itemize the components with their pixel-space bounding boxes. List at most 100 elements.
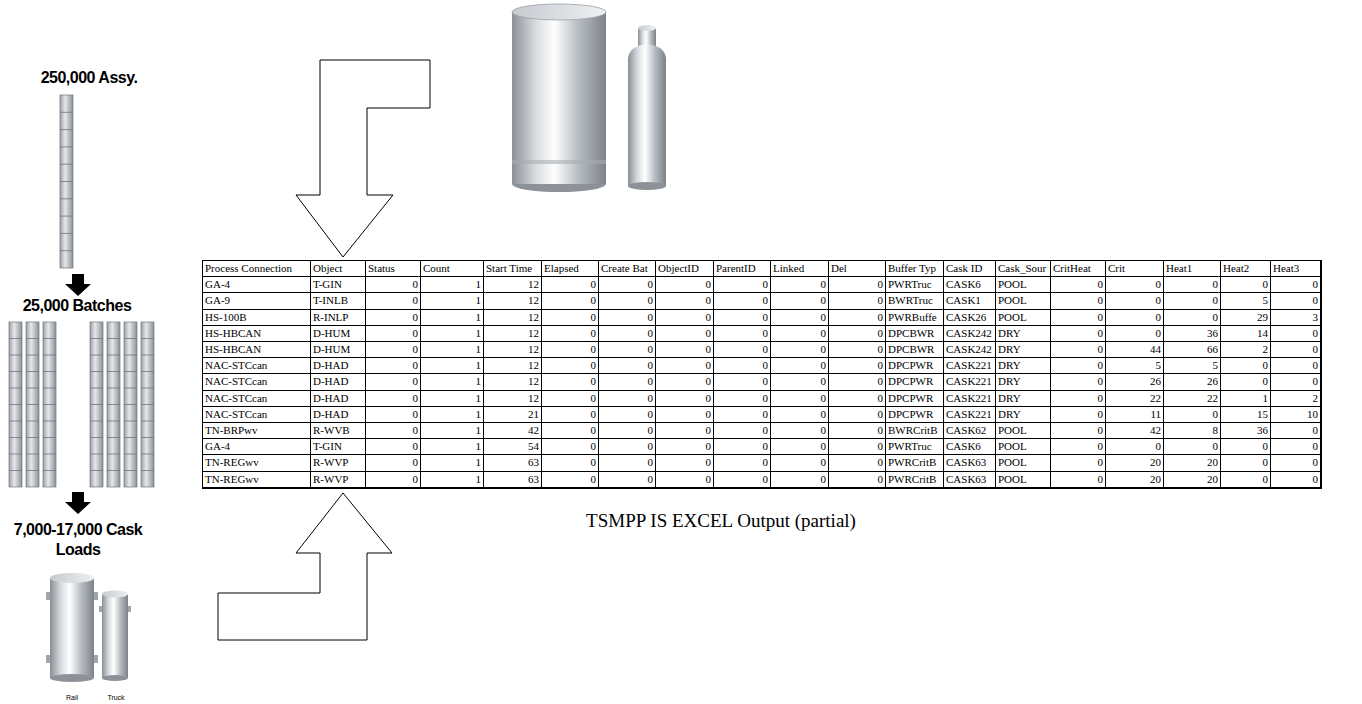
table-cell: 0 (1051, 326, 1106, 342)
table-cell: 1 (1221, 391, 1271, 407)
table-cell: 0 (771, 374, 829, 390)
spacer-grid (26, 355, 39, 356)
table-cell: 0 (599, 358, 656, 374)
spacer-grid (9, 437, 22, 438)
fuel-assembly (26, 322, 39, 487)
table-cell: 0 (366, 439, 421, 455)
table-cell: T-GIN (311, 439, 366, 455)
table-cell: CASK62 (944, 423, 996, 439)
table-cell: POOL (996, 455, 1051, 471)
table-cell: 0 (366, 374, 421, 390)
table-cell: TN-REGwv (203, 455, 311, 471)
table-header: Heat1 (1164, 261, 1221, 277)
table-header: Create Bat (599, 261, 656, 277)
table-cell: 0 (771, 310, 829, 326)
table-header: Cask_Sour (996, 261, 1051, 277)
cask-label: Truck (101, 692, 131, 703)
table-cell: 0 (1051, 374, 1106, 390)
table-header: Crit (1106, 261, 1164, 277)
table-cell: CASK242 (944, 326, 996, 342)
table-cell: 0 (599, 374, 656, 390)
spacer-grid (141, 371, 154, 372)
table-cell: 0 (829, 277, 886, 293)
table-cell: 0 (771, 342, 829, 358)
fuel-assembly (60, 95, 73, 268)
table-cell: D-HAD (311, 374, 366, 390)
table-cell: 0 (656, 293, 714, 309)
table-cell: 20 (1106, 472, 1164, 488)
spacer-grid (26, 388, 39, 389)
table-cell: 29 (1221, 310, 1271, 326)
table-cell: 0 (771, 358, 829, 374)
table-cell: 0 (771, 293, 829, 309)
down-arrow (65, 492, 91, 514)
table-cell: 0 (366, 310, 421, 326)
table-cell: 12 (484, 293, 542, 309)
rail-cask-icon (512, 4, 606, 192)
flow-arrow (218, 493, 392, 640)
table-cell: PWRTruc (886, 439, 944, 455)
table-cell: 12 (484, 326, 542, 342)
table-header: Buffer Typ (886, 261, 944, 277)
spacer-grid (43, 454, 56, 455)
table-cell: 0 (1106, 310, 1164, 326)
table-cell: T-INLB (311, 293, 366, 309)
table-header: Start Time (484, 261, 542, 277)
spacer-grid (43, 437, 56, 438)
fuel-assembly (124, 322, 137, 487)
table-cell: 0 (1221, 358, 1271, 374)
spacer-grid (141, 355, 154, 356)
table-cell: 0 (1106, 293, 1164, 309)
table-cell: PWRCritB (886, 472, 944, 488)
spacer-grid (90, 404, 103, 405)
table-cell: 0 (714, 277, 771, 293)
table-cell: 22 (1164, 391, 1221, 407)
spacer-grid (107, 404, 120, 405)
table-header: Count (421, 261, 484, 277)
table-cell: 0 (829, 342, 886, 358)
table-header: Status (366, 261, 421, 277)
table-cell: BWRCritB (886, 423, 944, 439)
table-cell: CASK221 (944, 391, 996, 407)
spacer-grid (90, 371, 103, 372)
table-cell: HS-HBCAN (203, 326, 311, 342)
table-cell: 0 (714, 326, 771, 342)
table-header: ParentID (714, 261, 771, 277)
table-cell: 12 (484, 342, 542, 358)
table-cell: 0 (366, 358, 421, 374)
table-cell: 1 (421, 342, 484, 358)
table-cell: 0 (1221, 374, 1271, 390)
stage-label: 250,000 Assy. (4, 68, 174, 88)
table-cell: DPCPWR (886, 407, 944, 423)
table-cell: DRY (996, 391, 1051, 407)
table-cell: 20 (1106, 455, 1164, 471)
table-cell: 0 (714, 423, 771, 439)
table-cell: 0 (714, 293, 771, 309)
table-cell: 0 (542, 326, 599, 342)
table-cell: 20 (1164, 472, 1221, 488)
table-cell: 0 (829, 374, 886, 390)
table-cell: 0 (714, 391, 771, 407)
table-cell: DPCPWR (886, 358, 944, 374)
spacer-grid (43, 371, 56, 372)
table-header: CritHeat (1051, 261, 1106, 277)
table-cell: 0 (829, 472, 886, 488)
spacer-grid (9, 454, 22, 455)
table-cell: 0 (1051, 277, 1106, 293)
fuel-assembly (43, 322, 56, 487)
spacer-grid (124, 437, 137, 438)
table-cell: 0 (714, 407, 771, 423)
table-cell: DPCBWR (886, 342, 944, 358)
data-table: Process ConnectionObjectStatusCountStart… (202, 260, 1322, 489)
table-cell: 0 (771, 472, 829, 488)
table-cell: 0 (829, 358, 886, 374)
table-cell: 0 (656, 310, 714, 326)
spacer-grid (9, 388, 22, 389)
table-cell: 0 (1221, 455, 1271, 471)
table-cell: 0 (829, 423, 886, 439)
table-cell: PWRCritB (886, 455, 944, 471)
table-header: Elapsed (542, 261, 599, 277)
table-cell: 0 (656, 407, 714, 423)
spacer-grid (26, 338, 39, 339)
table-cell: 0 (1271, 358, 1321, 374)
